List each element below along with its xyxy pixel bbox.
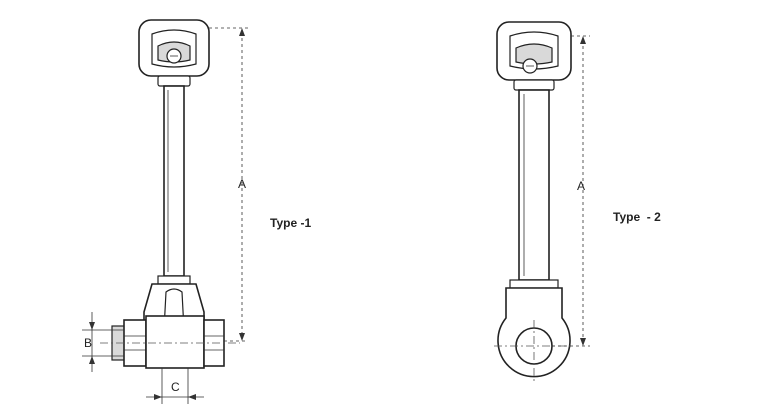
type1-top-socket: [138, 19, 210, 77]
type2-collar: [509, 279, 559, 289]
type2-neck: [513, 79, 555, 91]
type1-dim-c-label: C: [171, 380, 180, 394]
type2-fitting: A Type - 2: [494, 21, 661, 384]
type1-label: Type -1: [270, 216, 311, 230]
type2-rod: [518, 89, 550, 281]
type1-rod: [163, 85, 185, 277]
type1-dim-a-label: A: [238, 177, 246, 191]
type1-dimension-a: A: [209, 27, 248, 342]
type1-bolt-assembly: [100, 315, 240, 369]
type1-dimension-c: C: [146, 368, 204, 404]
type1-fitting: A B C Type -1: [82, 19, 311, 404]
type2-eye-end: [494, 287, 574, 384]
type2-dimension-a: A: [552, 35, 590, 347]
type1-dimension-b: B: [82, 312, 124, 372]
type1-dim-b-label: B: [84, 336, 92, 350]
type2-dim-a-label: A: [577, 179, 585, 193]
type1-collar: [157, 275, 191, 285]
type1-neck: [157, 75, 191, 87]
type2-label: Type - 2: [613, 210, 661, 224]
type2-top-socket: [496, 21, 572, 81]
